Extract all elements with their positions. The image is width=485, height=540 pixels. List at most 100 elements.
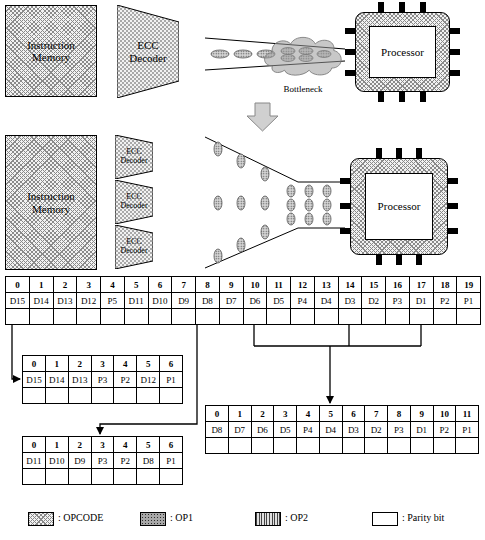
bit-index-cell: 8: [387, 405, 411, 422]
bit-index: 12: [298, 280, 307, 290]
field-pattern-cell: [91, 387, 115, 404]
bit-index-cell: 3: [76, 276, 101, 293]
bit-index-cell: 11: [266, 276, 291, 293]
bit-index: 5: [146, 359, 151, 369]
chip-core: Processor: [369, 26, 436, 78]
bit-name: D15: [10, 296, 26, 306]
bit-index: 9: [229, 280, 234, 290]
bit-name: P1: [464, 296, 474, 306]
legend-swatch: [255, 512, 281, 526]
legend-label: : OP1: [170, 512, 193, 523]
legend-label: : OP2: [285, 512, 308, 523]
decoder-trapezoid: ECC Decoder: [115, 225, 153, 269]
field-pattern-cell: [243, 308, 268, 325]
bit-name: P3: [394, 425, 404, 435]
node-label: Processor: [378, 200, 421, 212]
bit-index-cell: 6: [159, 436, 183, 453]
bit-index: 11: [274, 280, 283, 290]
bit-index-cell: 1: [45, 355, 69, 372]
bit-name-cell: P1: [456, 292, 481, 309]
bit-name-cell: D12: [136, 371, 160, 388]
bit-name: D4: [325, 425, 336, 435]
bit-index-cell: 7: [364, 405, 388, 422]
chip-core: Processor: [365, 173, 433, 240]
bit-index: 11: [463, 409, 472, 419]
field-pattern-cell: [409, 308, 434, 325]
field-pattern-cell: [266, 308, 291, 325]
bit-index: 8: [205, 280, 210, 290]
bit-name-cell: D3: [338, 292, 363, 309]
bit-index: 17: [417, 280, 426, 290]
bit-name: D2: [368, 296, 379, 306]
bit-name-cell: D1: [409, 292, 434, 309]
bit-name-cell: P2: [433, 421, 457, 438]
bit-name-cell: D2: [364, 421, 388, 438]
bit-index: 19: [464, 280, 473, 290]
bit-index-cell: 4: [100, 276, 125, 293]
bit-name: D11: [26, 456, 41, 466]
bit-index-cell: 14: [338, 276, 363, 293]
bit-name: P5: [108, 296, 118, 306]
bit-index-cell: 3: [273, 405, 297, 422]
bit-name-cell: D13: [53, 292, 78, 309]
node-label: Processor: [381, 46, 424, 58]
node-label: ECC Decoder: [119, 148, 149, 166]
decoder-trapezoid: ECC Decoder: [115, 180, 153, 224]
bit-index-cell: 7: [171, 276, 196, 293]
field-pattern-cell: [385, 308, 410, 325]
bit-index: 5: [328, 409, 333, 419]
bit-index: 4: [306, 409, 311, 419]
bit-index-cell: 11: [455, 405, 479, 422]
bit-index: 13: [322, 280, 331, 290]
bit-index-cell: 18: [433, 276, 458, 293]
legend-swatch: [372, 512, 398, 526]
bit-index-cell: 9: [219, 276, 244, 293]
field-pattern-cell: [456, 308, 481, 325]
field-pattern-cell: [159, 387, 183, 404]
node-label: ECC Decoder: [119, 238, 149, 256]
bit-name: D5: [273, 296, 284, 306]
bit-name: D3: [344, 296, 355, 306]
bit-name-cell: D5: [273, 421, 297, 438]
field-pattern-cell: [22, 468, 46, 485]
bit-name: D13: [72, 375, 88, 385]
field-pattern-cell: [342, 437, 366, 454]
bit-index-cell: 0: [205, 405, 229, 422]
bit-name-cell: P2: [433, 292, 458, 309]
bit-index-cell: 2: [68, 436, 92, 453]
bit-name-cell: D6: [251, 421, 275, 438]
bit-index: 3: [100, 359, 105, 369]
bit-index: 2: [260, 409, 265, 419]
bit-index-cell: 5: [319, 405, 343, 422]
bit-name: D11: [129, 296, 144, 306]
bit-name: P2: [440, 425, 450, 435]
bit-name-cell: P3: [387, 421, 411, 438]
field-pattern-cell: [148, 308, 173, 325]
cloud-outline: [262, 33, 344, 79]
field-pattern-cell: [76, 308, 101, 325]
field-split-arrows: [12, 324, 421, 434]
field-pattern-cell: [455, 437, 479, 454]
bit-index-cell: 6: [159, 355, 183, 372]
chip-pins: [345, 2, 460, 102]
field-pattern-cell: [136, 468, 160, 485]
bit-index-cell: 16: [385, 276, 410, 293]
bit-name-cell: D2: [361, 292, 386, 309]
bit-name: D9: [178, 296, 189, 306]
bit-name-cell: P5: [100, 292, 125, 309]
bit-index-cell: 1: [228, 405, 252, 422]
bit-index: 0: [32, 359, 37, 369]
field-pattern-cell: [113, 387, 137, 404]
bit-index: 10: [440, 409, 449, 419]
bit-name-cell: D9: [171, 292, 196, 309]
bit-index: 2: [63, 280, 68, 290]
bit-name-cell: D15: [22, 371, 46, 388]
bit-name-cell: D7: [219, 292, 244, 309]
field-pattern-cell: [100, 308, 125, 325]
bit-name: D1: [416, 296, 427, 306]
bit-index-cell: 17: [409, 276, 434, 293]
bit-name-cell: P1: [159, 371, 183, 388]
bit-name: D8: [202, 296, 213, 306]
bit-index: 4: [123, 440, 128, 450]
bit-name: D6: [249, 296, 260, 306]
